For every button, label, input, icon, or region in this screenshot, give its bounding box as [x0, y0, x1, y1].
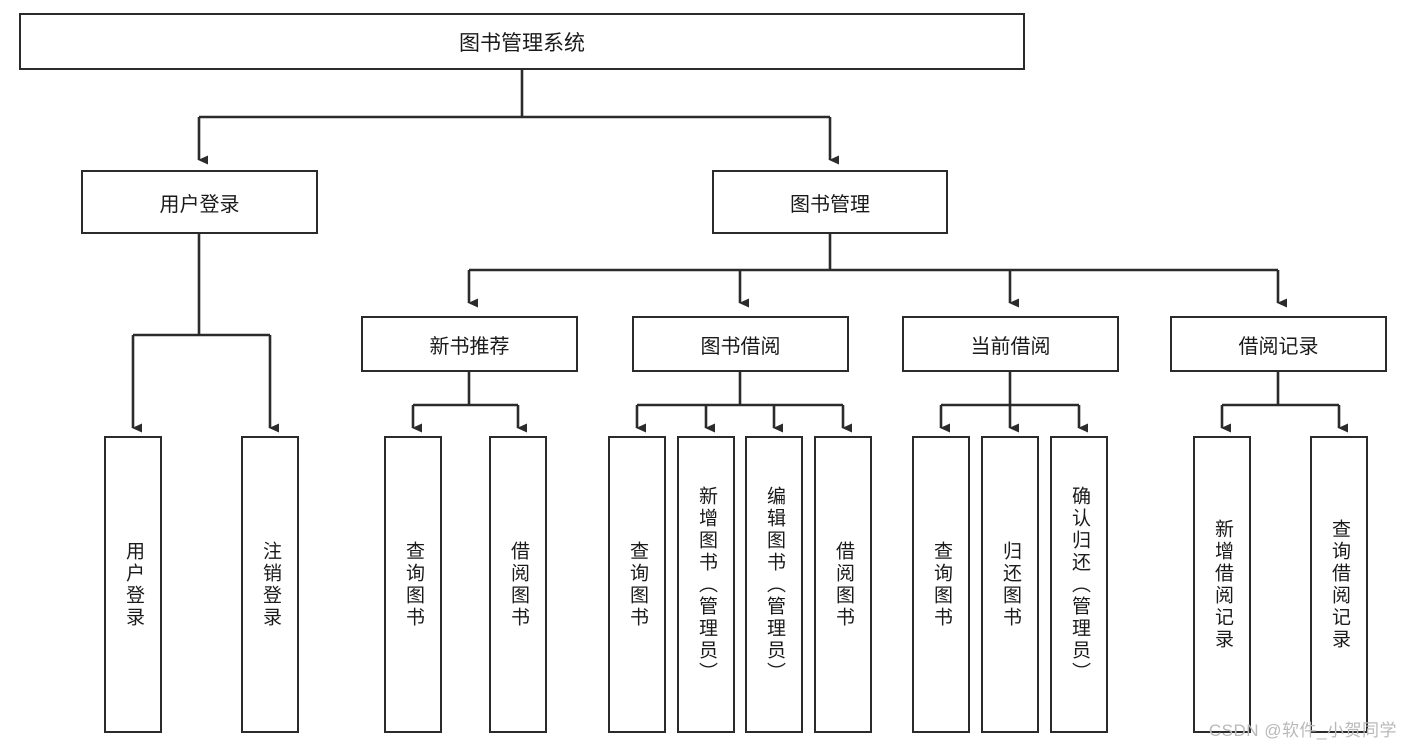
node-leaf-label: 归还图书	[999, 540, 1021, 629]
node-leaf-label: 借阅图书	[507, 540, 529, 629]
node-leaf-book-borrow-edit[interactable]: 编辑图书（管理员）	[745, 436, 803, 733]
node-leaf-book-borrow-borrow[interactable]: 借阅图书	[814, 436, 872, 733]
node-leaf-label: 查询图书	[626, 540, 648, 629]
node-user-login[interactable]: 用户登录	[81, 170, 318, 234]
node-current-borrow[interactable]: 当前借阅	[902, 316, 1119, 372]
node-leaf-label: 查询借阅记录	[1328, 518, 1350, 651]
node-leaf-label: 新增借阅记录	[1211, 518, 1233, 651]
node-current-borrow-label: 当前借阅	[970, 335, 1051, 358]
node-new-book-recommend[interactable]: 新书推荐	[361, 316, 578, 372]
node-leaf-borrow-record-add[interactable]: 新增借阅记录	[1193, 436, 1251, 733]
node-book-borrow-label: 图书借阅	[700, 335, 781, 358]
node-leaf-new-book-query[interactable]: 查询图书	[384, 436, 442, 733]
node-leaf-label: 借阅图书	[832, 540, 854, 629]
node-user-login-label: 用户登录	[159, 193, 240, 216]
node-leaf-borrow-record-query[interactable]: 查询借阅记录	[1310, 436, 1368, 733]
node-root-label: 图书管理系统	[459, 31, 585, 55]
node-borrow-record[interactable]: 借阅记录	[1170, 316, 1387, 372]
node-leaf-book-borrow-query[interactable]: 查询图书	[608, 436, 666, 733]
node-leaf-book-borrow-add[interactable]: 新增图书（管理员）	[677, 436, 735, 733]
node-leaf-current-borrow-query[interactable]: 查询图书	[912, 436, 970, 733]
node-leaf-label: 查询图书	[402, 540, 424, 629]
node-leaf-label: 注销登录	[259, 540, 281, 629]
node-root[interactable]: 图书管理系统	[19, 13, 1025, 70]
node-new-book-recommend-label: 新书推荐	[429, 335, 510, 358]
node-leaf-current-borrow-return[interactable]: 归还图书	[981, 436, 1039, 733]
node-leaf-label: 确认归还（管理员）	[1068, 485, 1090, 684]
node-leaf-new-book-borrow[interactable]: 借阅图书	[489, 436, 547, 733]
node-leaf-label: 用户登录	[122, 540, 144, 629]
node-leaf-current-borrow-confirm[interactable]: 确认归还（管理员）	[1050, 436, 1108, 733]
node-leaf-user-login-login[interactable]: 用户登录	[104, 436, 162, 733]
node-borrow-record-label: 借阅记录	[1238, 335, 1319, 358]
node-leaf-label: 查询图书	[930, 540, 952, 629]
node-leaf-label: 新增图书（管理员）	[695, 485, 717, 684]
node-book-manage[interactable]: 图书管理	[712, 170, 948, 234]
node-book-borrow[interactable]: 图书借阅	[632, 316, 849, 372]
node-leaf-label: 编辑图书（管理员）	[763, 485, 785, 684]
node-book-manage-label: 图书管理	[790, 193, 870, 216]
watermark-text: CSDN @软件_小贺同学	[1208, 721, 1397, 740]
node-leaf-user-login-logout[interactable]: 注销登录	[241, 436, 299, 733]
